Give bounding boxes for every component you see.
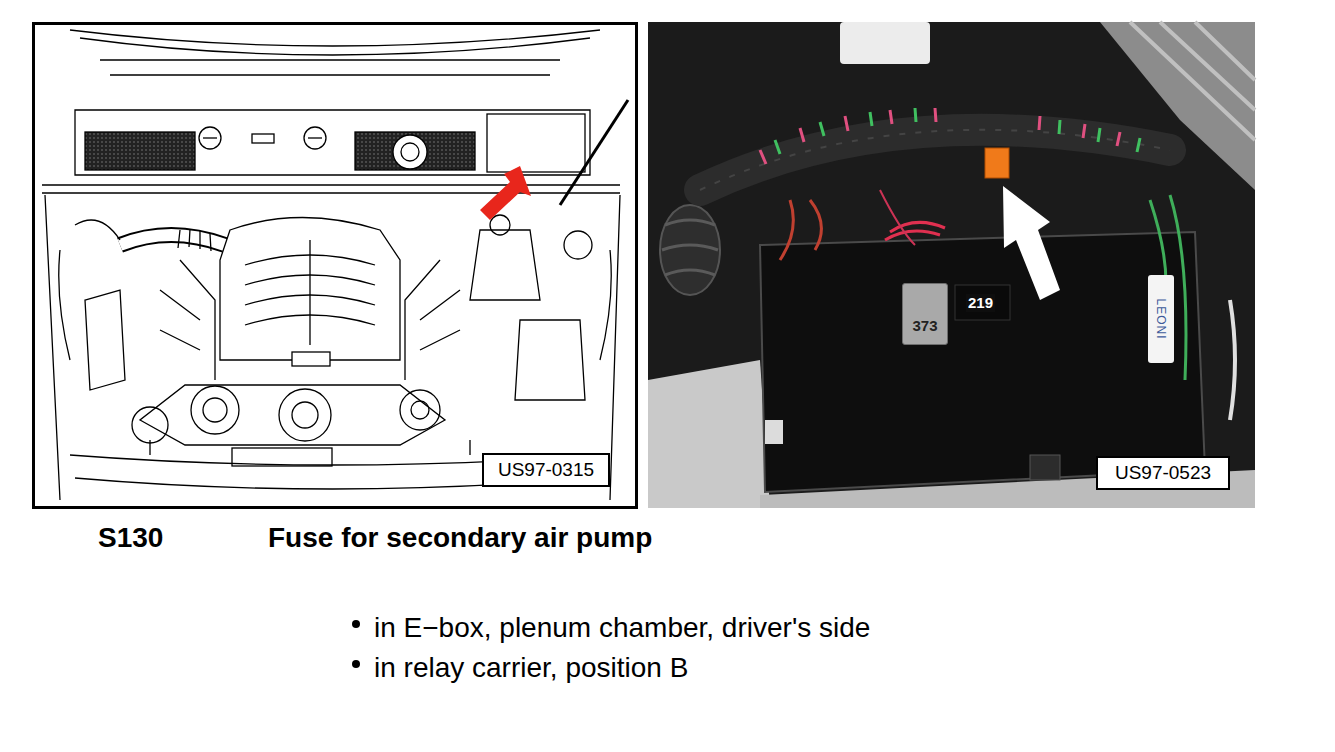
hood-panel-line	[100, 60, 560, 75]
wire	[760, 108, 1120, 164]
radiator-edge	[1130, 22, 1255, 140]
box-label: US97-0523	[1115, 462, 1211, 484]
pulley	[411, 401, 429, 419]
hose	[75, 220, 120, 240]
cross-member	[42, 185, 620, 193]
boot-rib	[662, 220, 718, 275]
coolant-reservoir	[470, 230, 540, 300]
wire	[1230, 300, 1235, 420]
fuse	[985, 148, 1009, 178]
pointer-arrow	[480, 166, 531, 220]
cover-fastener	[304, 127, 326, 149]
figure-number-box: US97-0315	[482, 453, 610, 487]
pulley	[203, 398, 227, 422]
intake-hose	[120, 235, 225, 245]
pointer-arrow	[1003, 186, 1060, 300]
harness-tag-text: LEONI	[1154, 298, 1168, 339]
wire	[880, 190, 915, 245]
rubber-boot	[660, 205, 720, 295]
pulley	[279, 389, 331, 441]
reservoir-cap	[393, 135, 427, 169]
photo-ground	[648, 22, 1255, 508]
box-label: 373	[912, 317, 937, 334]
bullet-dot	[352, 620, 360, 628]
location-note: in relay carrier, position B	[374, 652, 688, 683]
reservoir	[840, 22, 930, 64]
relay-box: 373	[902, 283, 948, 345]
intake-hose	[120, 235, 225, 245]
air-filter	[85, 290, 125, 390]
fuse-title-holder: Fuse for secondary air pump	[268, 521, 652, 555]
fluid-cap	[564, 231, 592, 259]
location-note: in E−box, plenum chamber, driver's side	[374, 612, 870, 643]
cover-fastener	[203, 137, 217, 138]
e-box-photo	[648, 22, 1255, 508]
belt-cover	[140, 385, 445, 445]
fuse-number: S130	[98, 522, 163, 553]
hood-strut	[560, 100, 628, 205]
wire	[775, 108, 1140, 154]
cylinder-bank	[180, 260, 440, 380]
injector-line	[160, 290, 460, 350]
cover-slot	[252, 134, 274, 143]
pulley	[292, 402, 318, 428]
brake-unit	[515, 320, 585, 400]
harness-tag-text-holder: LEONI	[1154, 298, 1168, 339]
intake-manifold	[220, 218, 400, 361]
engine-badge	[292, 352, 330, 366]
hood-edge	[70, 30, 600, 46]
body-panel	[648, 360, 770, 508]
figure-number-box: US97-0523	[1096, 456, 1230, 490]
plenum-chamber	[75, 110, 590, 175]
plenum-cover	[85, 132, 195, 170]
location-note-holder: in relay carrier, position B	[374, 651, 688, 685]
panel-frame	[34, 24, 637, 508]
cover-fastener	[199, 127, 221, 149]
fuse-number-holder: S130	[98, 521, 163, 555]
cover-fastener	[308, 137, 322, 138]
hood-edge	[80, 38, 590, 55]
housing-clip	[1030, 455, 1060, 480]
reservoir-cap	[401, 143, 419, 161]
fuse-title: Fuse for secondary air pump	[268, 522, 652, 553]
engine-bay-drawing	[34, 24, 637, 508]
bumper-line	[150, 440, 470, 455]
wire	[780, 200, 821, 260]
radiator-area	[1100, 22, 1255, 190]
relay-position-number: 219	[968, 294, 993, 311]
e-box	[487, 114, 585, 172]
housing-clip	[765, 420, 783, 444]
pulley	[400, 390, 440, 430]
box-label: US97-0315	[498, 459, 594, 481]
lock-carrier	[232, 448, 332, 466]
location-note-holder: in E−box, plenum chamber, driver's side	[374, 611, 870, 645]
fender-line	[45, 195, 620, 500]
plenum-cover	[355, 132, 475, 170]
relay-position-number-holder: 219	[966, 294, 995, 312]
reservoir-cap	[490, 215, 510, 235]
pulley	[191, 386, 239, 434]
hose-rib	[178, 229, 211, 251]
e-box-housing	[760, 232, 1205, 492]
bullet-dot	[352, 660, 360, 668]
relay-socket	[955, 285, 1010, 320]
manifold-rib	[309, 240, 310, 345]
harness-tag	[1148, 275, 1174, 363]
wire	[885, 222, 945, 240]
